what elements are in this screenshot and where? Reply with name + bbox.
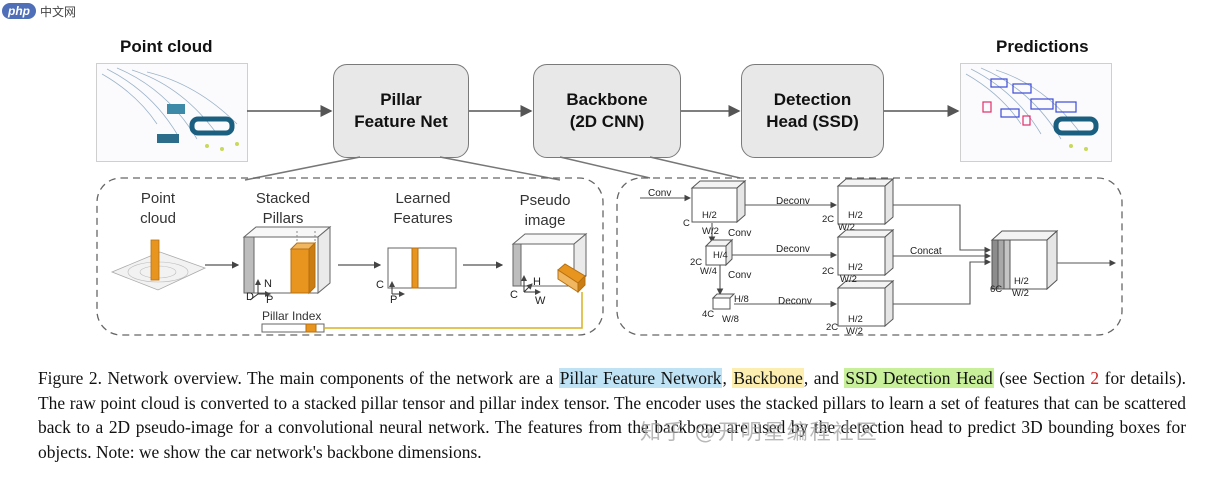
dim-w2-a: W/2 <box>702 226 719 237</box>
caption-body: for details). The raw point cloud is con… <box>38 368 1186 462</box>
caption-highlight-pfn: Pillar Feature Network <box>558 368 723 388</box>
dim-h2-d: H/2 <box>848 314 863 325</box>
caption-highlight-ssd: SSD Detection Head <box>844 368 994 388</box>
stage-learned-features-line1: Learned <box>395 190 450 207</box>
learned-features-tensor <box>387 247 457 297</box>
pillar-feature-net-block: Pillar Feature Net <box>333 64 469 158</box>
pillar-glyph <box>150 239 160 281</box>
stage-point-cloud-line2: cloud <box>140 210 176 227</box>
dim-2c-d: 2C <box>826 322 838 333</box>
dim-w2-c: W/2 <box>840 274 857 285</box>
backbone-label: Backbone (2D CNN) <box>566 90 648 131</box>
op-deconv-1: Deconv <box>776 196 810 207</box>
dim-h2-b: H/2 <box>848 210 863 221</box>
op-conv-1: Conv <box>648 188 671 199</box>
axis-p-features: P <box>390 294 397 306</box>
output-label: Predictions <box>996 37 1089 56</box>
stage-pseudo-image-line2: image <box>525 212 566 229</box>
dim-2c-a: 2C <box>690 257 702 268</box>
caption-prefix: Figure 2. Network overview. The main com… <box>38 368 559 388</box>
input-label: Point cloud <box>120 37 213 56</box>
stage-stacked-pillars-line2: Pillars <box>263 210 304 227</box>
dim-h8: H/8 <box>734 294 749 305</box>
overlay-watermark: 知乎 @开明星编程社区 <box>640 420 879 444</box>
op-deconv-2: Deconv <box>776 244 810 255</box>
section-reference-link[interactable]: 2 <box>1090 368 1100 388</box>
axis-d: D <box>246 291 254 303</box>
dim-4c: 4C <box>702 309 714 320</box>
axis-w-pseudo: W <box>535 295 546 307</box>
axis-h-pseudo: H <box>533 276 541 288</box>
dim-6c: 6C <box>990 284 1002 295</box>
axis-n: N <box>264 278 272 290</box>
stage-point-cloud-line1: Point <box>141 190 176 207</box>
architecture-diagram: Point cloud Stacked Pillars Learned Feat… <box>96 105 1123 337</box>
dim-h4: H/4 <box>713 250 728 261</box>
pillar-feature-net-label: Pillar Feature Net <box>354 90 448 131</box>
stacked-pillars-tensor <box>242 225 332 301</box>
dim-c: C <box>683 218 690 229</box>
dim-w2-d: W/2 <box>846 326 863 337</box>
pillar-index-scatter-link <box>324 292 583 329</box>
caption-sep-1: , <box>722 368 733 388</box>
backbone-block: Backbone (2D CNN) <box>533 64 681 158</box>
backbone-zoom-lines <box>559 156 741 179</box>
stage-stacked-pillars-line1: Stacked <box>256 190 310 207</box>
point-cloud-thumbnail <box>96 63 248 162</box>
axis-p: P <box>266 294 273 306</box>
site-name: 中文网 <box>40 4 77 19</box>
dim-w4: W/4 <box>700 266 717 277</box>
detection-head-block: Detection Head (SSD) <box>741 64 884 158</box>
op-conv-3: Conv <box>728 270 751 281</box>
dim-h2-e: H/2 <box>1014 276 1029 287</box>
predictions-thumbnail <box>960 63 1112 162</box>
dim-w8: W/8 <box>722 314 739 325</box>
detection-head-label: Detection Head (SSD) <box>766 90 859 131</box>
php-logo: php <box>2 3 36 19</box>
dim-h2-c: H/2 <box>848 262 863 273</box>
caption-highlight-backbone: Backbone <box>732 368 804 388</box>
pfn-detail-panel <box>96 177 604 336</box>
site-watermark: php 中文网 <box>2 2 76 20</box>
point-cloud-pillar-illustration <box>110 239 207 291</box>
caption-sep-3: (see Section <box>993 368 1091 388</box>
stage-learned-features-line2: Features <box>393 210 452 227</box>
dim-w2-e: W/2 <box>1012 288 1029 299</box>
pseudo-image-tensor <box>511 232 588 295</box>
pillar-index-label: Pillar Index <box>262 309 321 323</box>
op-conv-2: Conv <box>728 228 751 239</box>
op-deconv-3: Deconv <box>778 296 812 307</box>
caption-sep-2: , and <box>803 368 845 388</box>
axis-c-features: C <box>376 279 384 291</box>
dim-2c-c: 2C <box>822 266 834 277</box>
axis-c-pseudo: C <box>510 289 518 301</box>
dim-2c-b: 2C <box>822 214 834 225</box>
figure-caption: Figure 2. Network overview. The main com… <box>38 366 1186 464</box>
op-concat: Concat <box>910 246 942 257</box>
stage-pseudo-image-line1: Pseudo <box>520 192 571 209</box>
pfn-zoom-lines <box>244 156 561 181</box>
dim-w2-b: W/2 <box>838 222 855 233</box>
dim-h2-a: H/2 <box>702 210 717 221</box>
backbone-detail-panel <box>616 177 1123 336</box>
